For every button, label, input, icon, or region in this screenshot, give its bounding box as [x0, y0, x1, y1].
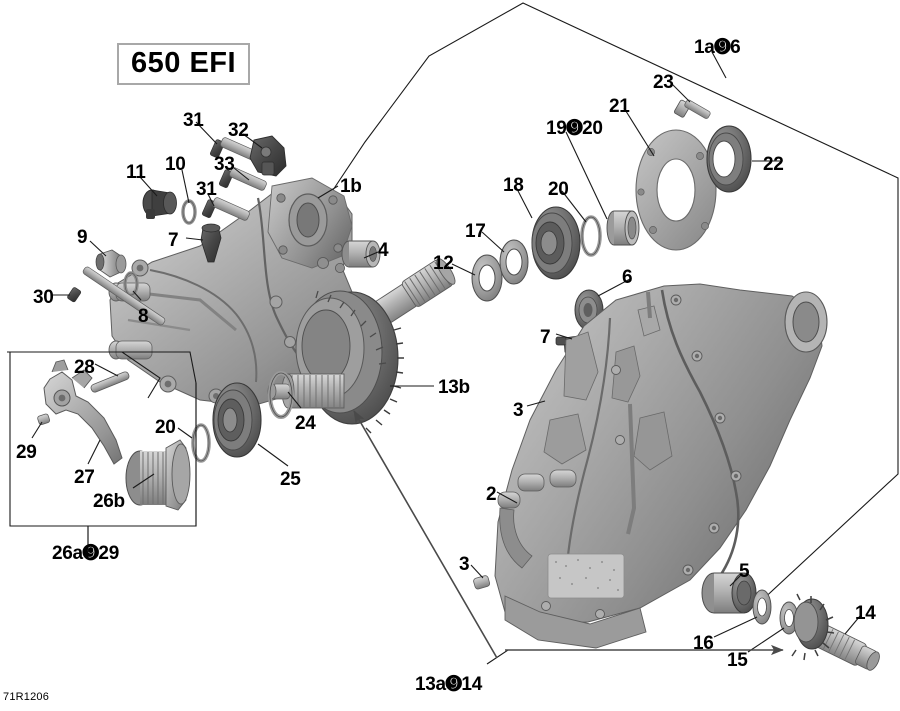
- callout-22: 22: [763, 154, 784, 175]
- bearing-stack-group: [471, 99, 752, 590]
- callout-16: 16: [693, 633, 714, 654]
- callout-14: 14: [855, 603, 876, 624]
- shim-15: [779, 601, 799, 635]
- callout-31-lower: 31: [196, 179, 217, 200]
- callout-29-left: 29: [16, 442, 37, 463]
- model-title-text: 650 EFI: [131, 47, 237, 79]
- drain-plug-9: [95, 249, 127, 278]
- callout-21: 21: [609, 96, 630, 117]
- o-ring-20-fork: [191, 423, 211, 463]
- callout-32: 32: [228, 120, 249, 141]
- drawing-number: 71R1206: [3, 691, 50, 703]
- callout-18: 18: [503, 175, 524, 196]
- transmission-case-right-illustration: [494, 283, 828, 649]
- o-ring-20-stack: [580, 215, 602, 257]
- callout-8: 8: [138, 306, 149, 327]
- callout-19-to-20: 19➒20: [546, 118, 603, 139]
- callout-9: 9: [77, 227, 88, 248]
- callout-10: 10: [165, 154, 186, 175]
- callout-33: 33: [214, 154, 235, 175]
- callout-12: 12: [433, 253, 454, 274]
- shim-washer-12: [471, 254, 503, 302]
- callout-20-top: 20: [548, 179, 569, 200]
- callout-24: 24: [295, 413, 316, 434]
- o-ring-10: [181, 199, 197, 225]
- collar-19-to-20: [606, 210, 640, 246]
- callout-26a-to-29: 26a➒29: [52, 543, 119, 564]
- hex-bolt-31-lower: [201, 197, 250, 221]
- long-bolt-30: [67, 266, 166, 326]
- o-ring-24: [268, 371, 294, 419]
- fork-pin-29: [37, 413, 51, 426]
- callout-25: 25: [280, 469, 301, 490]
- hardware-top-left-group: [67, 135, 381, 326]
- callout-15: 15: [727, 650, 748, 671]
- ball-bearing-25: [212, 382, 262, 458]
- o-ring-8: [123, 271, 139, 297]
- callout-6: 6: [622, 267, 633, 288]
- assembly-boundary-polygon: [328, 2, 899, 605]
- callout-3-upper: 3: [513, 400, 524, 421]
- shift-lever-bracket-32: [249, 135, 287, 177]
- callout-4: 4: [378, 240, 389, 261]
- model-title-box: 650 EFI: [117, 43, 251, 86]
- callout-23: 23: [653, 72, 674, 93]
- callout-7-vent: 7: [168, 230, 179, 251]
- flange-bolt-23: [674, 99, 711, 119]
- shift-mechanism-group: [37, 359, 294, 511]
- ball-bearing-5: [701, 572, 757, 614]
- ball-bearing-18: [531, 206, 581, 280]
- bearing-retainer-flange-21: [635, 129, 717, 251]
- callout-20-fork: 20: [155, 417, 176, 438]
- callout-13b: 13b: [438, 377, 470, 398]
- callout-11: 11: [126, 162, 146, 183]
- shift-fork-shaft-28: [90, 371, 130, 393]
- callout-17: 17: [465, 221, 486, 242]
- reference-arrow-13a-to-13b: [353, 410, 498, 659]
- shift-fork-27: [43, 359, 123, 465]
- callout-1a-to-6: 1a➒6: [694, 37, 741, 58]
- callout-1b: 1b: [340, 176, 362, 197]
- pinion-shaft-assembly: [701, 572, 880, 671]
- callout-28: 28: [74, 357, 95, 378]
- callout-30: 30: [33, 287, 54, 308]
- pinion-gear-shaft-14: [791, 593, 880, 671]
- dowel-pin-3-lower: [473, 575, 491, 590]
- sliding-dog-clutch-26b: [125, 439, 191, 511]
- callout-26b: 26b: [93, 491, 125, 512]
- shim-17: [499, 239, 529, 285]
- callout-2: 2: [486, 484, 497, 505]
- transmission-case-left-illustration: [108, 177, 353, 407]
- callout-5: 5: [739, 561, 750, 582]
- callout-3-lower: 3: [459, 554, 470, 575]
- callout-7-housing: 7: [540, 327, 551, 348]
- callout-27: 27: [74, 467, 95, 488]
- oil-seal-22: [706, 125, 752, 193]
- shim-16: [752, 589, 772, 625]
- callout-31-top: 31: [183, 110, 204, 131]
- callout-13a-to-14: 13a➒14: [415, 674, 482, 695]
- filler-cap-11: [142, 189, 177, 219]
